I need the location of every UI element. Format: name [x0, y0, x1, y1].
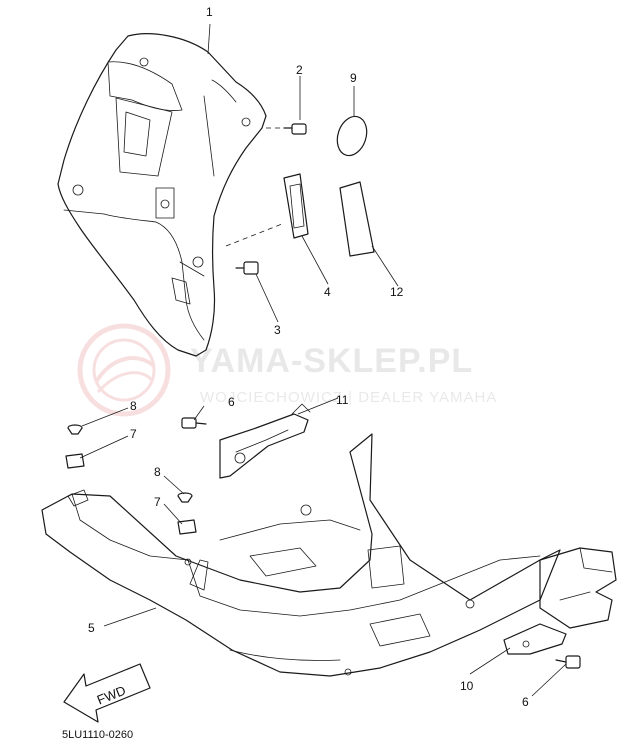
- callout-7-upper: 7: [130, 427, 137, 441]
- part-7-nut-upper: [65, 453, 85, 469]
- part-10-clip: [503, 623, 567, 655]
- leader-lines: [79, 23, 567, 697]
- assembly-line: [225, 223, 283, 247]
- watermark-brand: YAMA-SKLEP.PL: [190, 342, 473, 380]
- part-11-bracket: [219, 403, 311, 479]
- rear-bracket: [539, 547, 617, 629]
- callout-7-middle: 7: [154, 495, 161, 509]
- part-12-label: [339, 181, 375, 257]
- callout-labels: 1 2 9 4 12 3 8 6 11 7 8 7 5 10 6: [88, 5, 529, 709]
- part-1-front-cover: [57, 33, 267, 357]
- callout-1: 1: [206, 5, 213, 19]
- callout-8-middle: 8: [154, 465, 161, 479]
- watermark: YAMA-SKLEP.PL WOJCIECHOWICZ | DEALER YAM…: [77, 323, 497, 417]
- callout-2: 2: [296, 63, 303, 77]
- callout-6-lower: 6: [522, 695, 529, 709]
- callout-12: 12: [390, 285, 404, 299]
- callout-3: 3: [274, 323, 281, 337]
- callout-9: 9: [350, 71, 357, 85]
- diagram-part-code: 5LU1110-0260: [62, 729, 133, 741]
- part-5-floor-cover: [41, 433, 561, 677]
- forward-direction-arrow: FWD: [63, 663, 151, 723]
- watermark-logo: [77, 323, 171, 417]
- part-9-emblem: [336, 115, 368, 157]
- part-7-nut-middle: [177, 519, 197, 535]
- callout-5: 5: [88, 621, 95, 635]
- part-8-screw-upper: [67, 424, 83, 435]
- callout-10: 10: [460, 679, 474, 693]
- callout-11: 11: [336, 393, 349, 407]
- callout-4: 4: [324, 285, 331, 299]
- callout-8-upper: 8: [130, 399, 137, 413]
- part-6-bolt-upper: [181, 417, 207, 429]
- watermark-subtitle: WOJCIECHOWICZ | DEALER YAMAHA: [200, 389, 497, 406]
- part-6-bolt-lower: [555, 655, 581, 669]
- part-8-screw-middle: [177, 492, 193, 503]
- part-2-bolt: [283, 123, 307, 135]
- callout-6-upper: 6: [228, 395, 235, 409]
- part-3-screw: [235, 261, 259, 275]
- part-4-bracket: [283, 173, 309, 239]
